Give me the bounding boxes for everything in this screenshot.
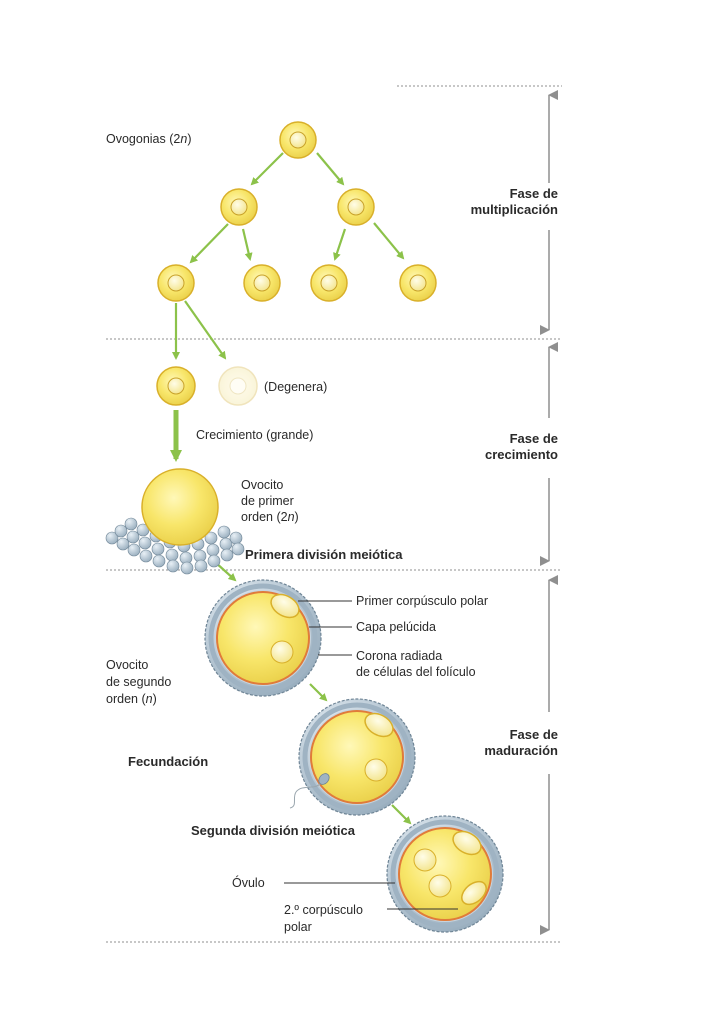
secondary-oocyte [204,579,322,697]
growth-cell [156,366,196,406]
label-ovocito-primer-orden: Ovocito de primer orden (2n) [241,478,299,524]
ovogonia-cells [157,121,437,302]
label-fecundacion: Fecundación [128,754,209,769]
label-ovogonias: Ovogonias (2n) [106,132,192,146]
label-ovocito-segundo-orden: Ovocito de segundo orden (n) [106,658,172,706]
label-ovulo: Óvulo [232,876,265,890]
degenerating-cell [218,366,258,406]
primary-oocyte [105,468,245,575]
ovogonia-cell [279,121,317,159]
ovogonia-cell [310,264,348,302]
ovum [386,815,504,933]
ovogonia-cell [157,264,195,302]
ovogonia-cell [220,188,258,226]
ovogonia-cell [243,264,281,302]
fertilization-oocyte [289,698,416,816]
label-primera-division: Primera división meiótica [245,547,403,562]
label-crecimiento-grande: Crecimiento (grande) [196,428,314,442]
label-capa-pelucida: Capa pelúcida [356,620,436,634]
label-primer-corpusculo: Primer corpúsculo polar [356,594,488,608]
ovogonia-cell [399,264,437,302]
ovogonia-cell [337,188,375,226]
lineage-arrows [170,152,412,825]
label-degenera: (Degenera) [264,380,328,394]
sperm-icon [289,773,330,809]
leader-lines [284,600,458,910]
label-segunda-division: Segunda división meiótica [191,823,355,838]
follicle-cells-cluster [105,517,245,575]
